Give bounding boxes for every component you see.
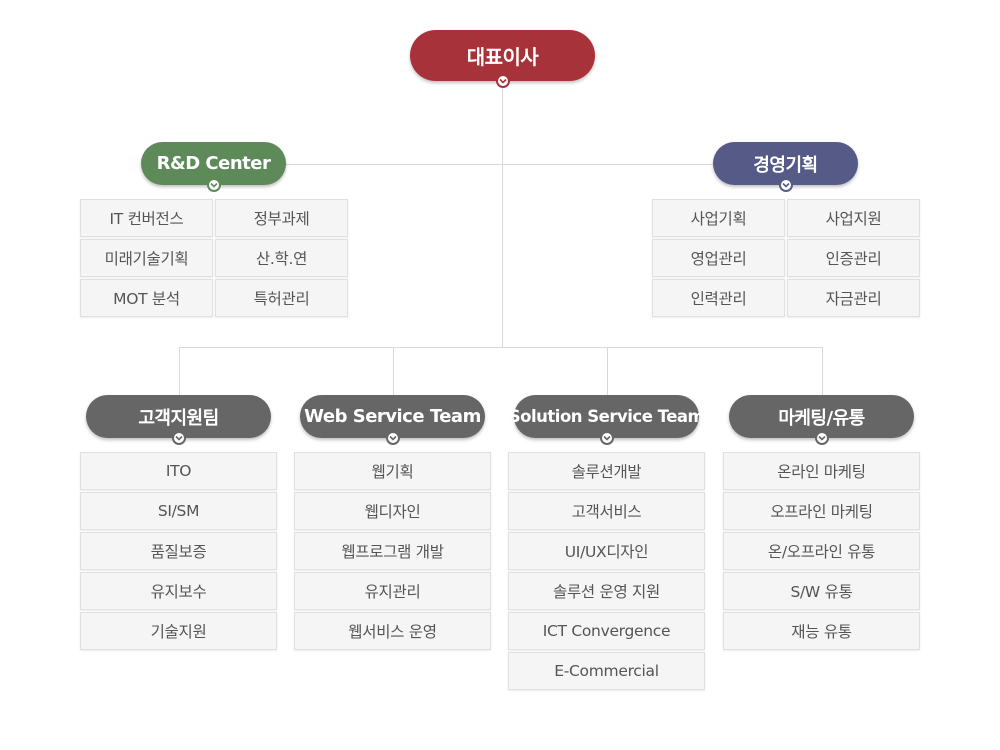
mgmt-item[interactable]: 인력관리 bbox=[652, 279, 785, 317]
chevron-down-icon[interactable] bbox=[495, 74, 510, 88]
chevron-down-icon[interactable] bbox=[171, 431, 186, 445]
connector-teams-horizontal bbox=[179, 347, 822, 348]
team-label: Solution Service Team bbox=[508, 407, 705, 426]
team-item[interactable]: 오프라인 마케팅 bbox=[723, 492, 920, 530]
team-item[interactable]: 유지보수 bbox=[80, 572, 277, 610]
mgmt-item[interactable]: 사업기획 bbox=[652, 199, 785, 237]
team-item[interactable]: 웹기획 bbox=[294, 452, 491, 490]
mgmt-item[interactable]: 영업관리 bbox=[652, 239, 785, 277]
rnd-item[interactable]: 정부과제 bbox=[215, 199, 348, 237]
team-item[interactable]: 유지관리 bbox=[294, 572, 491, 610]
solution-service-team-node[interactable]: Solution Service Team bbox=[509, 395, 705, 445]
rnd-item[interactable]: 미래기술기획 bbox=[80, 239, 213, 277]
chevron-down-icon[interactable] bbox=[385, 431, 400, 445]
ceo-node[interactable]: 대표이사 bbox=[410, 30, 595, 88]
team-item[interactable]: 고객서비스 bbox=[508, 492, 705, 530]
team-item[interactable]: 웹프로그램 개발 bbox=[294, 532, 491, 570]
management-planning-label: 경영기획 bbox=[753, 154, 818, 176]
team-item[interactable]: 솔루션 운영 지원 bbox=[508, 572, 705, 610]
team-item[interactable]: E-Commercial bbox=[508, 652, 705, 690]
team-item[interactable]: 재능 유통 bbox=[723, 612, 920, 650]
team-label: 고객지원팀 bbox=[138, 407, 219, 429]
web-service-team-node[interactable]: Web Service Team bbox=[300, 395, 485, 445]
rnd-center-node[interactable]: R&D Center bbox=[141, 142, 286, 192]
marketing-distribution-team-node[interactable]: 마케팅/유통 bbox=[729, 395, 914, 445]
ceo-label: 대표이사 bbox=[466, 45, 539, 69]
team-label: 마케팅/유통 bbox=[778, 407, 865, 429]
team-item[interactable]: ITO bbox=[80, 452, 277, 490]
team-item[interactable]: 온/오프라인 유통 bbox=[723, 532, 920, 570]
mgmt-item[interactable]: 인증관리 bbox=[787, 239, 920, 277]
team-item[interactable]: 기술지원 bbox=[80, 612, 277, 650]
connector-rnd-mgmt-horizontal bbox=[283, 164, 715, 165]
customer-support-team-node[interactable]: 고객지원팀 bbox=[86, 395, 271, 445]
team-item[interactable]: 솔루션개발 bbox=[508, 452, 705, 490]
team-item[interactable]: 온라인 마케팅 bbox=[723, 452, 920, 490]
management-planning-node[interactable]: 경영기획 bbox=[713, 142, 858, 192]
rnd-item[interactable]: MOT 분석 bbox=[80, 279, 213, 317]
connector-ceo-vertical bbox=[502, 78, 503, 348]
connector-team-1 bbox=[179, 347, 180, 397]
rnd-item[interactable]: IT 컨버전스 bbox=[80, 199, 213, 237]
connector-team-4 bbox=[822, 347, 823, 397]
team-item[interactable]: ICT Convergence bbox=[508, 612, 705, 650]
rnd-item[interactable]: 산.학.연 bbox=[215, 239, 348, 277]
team-label: Web Service Team bbox=[304, 406, 481, 427]
team-item[interactable]: UI/UX디자인 bbox=[508, 532, 705, 570]
team-item[interactable]: S/W 유통 bbox=[723, 572, 920, 610]
mgmt-item[interactable]: 자금관리 bbox=[787, 279, 920, 317]
connector-team-3 bbox=[607, 347, 608, 397]
chevron-down-icon[interactable] bbox=[206, 178, 221, 192]
team-item[interactable]: 웹디자인 bbox=[294, 492, 491, 530]
connector-team-2 bbox=[393, 347, 394, 397]
rnd-item[interactable]: 특허관리 bbox=[215, 279, 348, 317]
chevron-down-icon[interactable] bbox=[599, 431, 614, 445]
mgmt-item[interactable]: 사업지원 bbox=[787, 199, 920, 237]
team-item[interactable]: SI/SM bbox=[80, 492, 277, 530]
chevron-down-icon[interactable] bbox=[778, 178, 793, 192]
chevron-down-icon[interactable] bbox=[814, 431, 829, 445]
team-item[interactable]: 웹서비스 운영 bbox=[294, 612, 491, 650]
team-item[interactable]: 품질보증 bbox=[80, 532, 277, 570]
rnd-center-label: R&D Center bbox=[156, 153, 271, 174]
